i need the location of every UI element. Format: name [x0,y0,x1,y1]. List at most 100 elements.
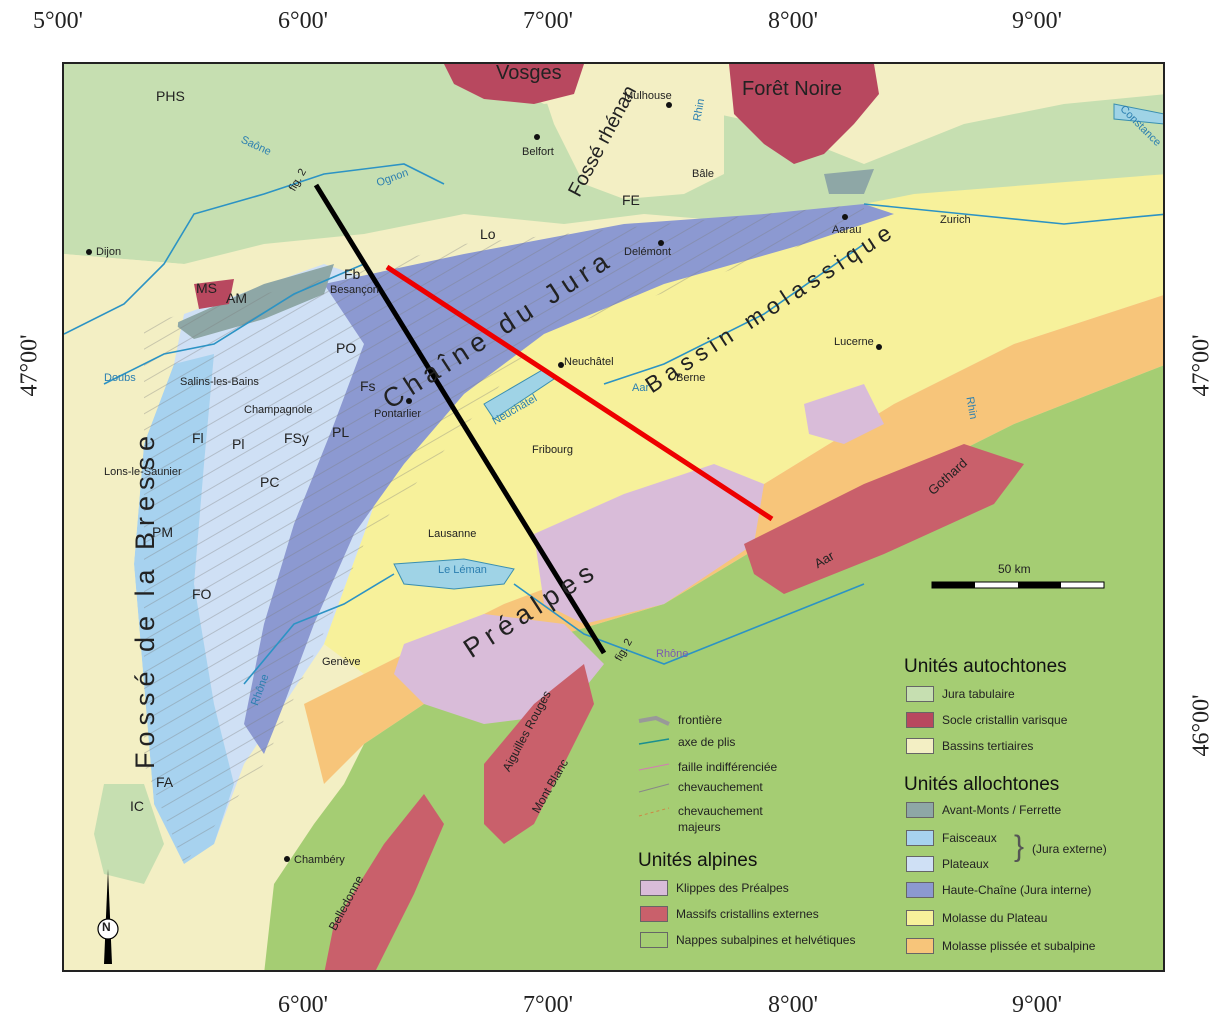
coord-bottom-9: 9°00' [1012,992,1062,1018]
city-neuchatel: Neuchâtel [564,356,614,368]
legend-frontiere: frontière [678,713,723,727]
city-delemont: Delémont [624,246,672,258]
legend-swatch [640,932,668,948]
city-champagnole: Champagnole [244,404,313,416]
river-rhone-valais [513,583,865,665]
label-vosges: Vosges [496,62,562,84]
massif-mont-blanc-area [484,664,594,844]
legend-allochtones-title: Unités allochtones [904,774,1060,795]
river-doubs [103,263,365,385]
city-dot [876,344,882,350]
massif-belledonne-area [324,794,444,970]
vosges-area [444,64,584,104]
scale-bar-seg-1 [932,582,975,588]
coord-bottom-7: 7°00' [523,992,573,1018]
river-aar [603,243,865,385]
city-dot [558,362,564,368]
code-pl: PL [332,424,350,440]
coord-top-9: 9°00' [1012,8,1062,34]
klippes-small-area [804,384,884,444]
legend-label: Jura tabulaire [942,687,1015,701]
city-berne: Berne [676,372,706,384]
ms-area [194,279,234,309]
code-po: PO [336,340,357,356]
legend-label: Bassins tertiaires [942,739,1034,753]
legend-label: Plateaux [942,857,989,871]
city-chambery: Chambéry [294,854,345,866]
map-graphics [64,64,1163,970]
code-am: AM [226,290,247,306]
ic-area [94,784,164,884]
legend-label: Nappes subalpines et helvétiques [676,933,856,947]
klippes-east-area [534,464,764,624]
code-fs: Fs [360,378,376,394]
coord-right-46: 46°00' [1188,694,1215,757]
code-fe: FE [622,192,640,208]
city-dot [534,134,540,140]
legend-jura-externe: (Jura externe) [1032,842,1107,856]
legend-swatch [906,686,934,702]
label-fosse-bresse: Fossé de la Bresse [130,429,161,770]
legend-swatch [906,830,934,846]
city-lausanne: Lausanne [428,528,477,540]
legend-label: Molasse plissée et subalpine [942,939,1096,953]
north-arrow-circle [97,918,119,940]
coord-right-47: 47°00' [1188,334,1215,397]
legend-alpines-title: Unités alpines [638,850,758,871]
legend-allochtones-item: Molasse plissée et subalpine [906,938,1095,954]
legend-swatch [906,938,934,954]
legend-swatch [906,802,934,818]
city-lucerne: Lucerne [834,336,874,348]
city-dot [284,856,290,862]
legend-swatch [906,712,934,728]
code-ms: MS [196,280,217,296]
north-arrow-icon [104,869,112,964]
legend-alpines-item: Klippes des Préalpes [640,880,789,896]
code-fo: FO [192,586,212,602]
code-phs: PHS [156,88,185,104]
scale-label: 50 km [998,562,1031,576]
legend-bracket: } [1014,830,1025,863]
coord-top-8: 8°00' [768,8,818,34]
city-lons: Lons-le-Saunier [104,466,182,478]
city-bale: Bâle [692,168,715,180]
city-dot [658,240,664,246]
city-zurich: Zurich [940,214,971,226]
coord-top-5: 5°00' [33,8,83,34]
cross-section-black-line [313,183,607,655]
north-letter: N [102,920,111,934]
coord-top-7: 7°00' [523,8,573,34]
river-rhin [863,203,1163,225]
water-rhone-valais: Rhône [656,648,689,660]
legend-allochtones-item: Molasse du Plateau [906,910,1047,926]
city-geneve: Genève [322,656,361,668]
city-belfort: Belfort [522,146,554,158]
legend-label: Faisceaux [942,831,997,845]
legend-autochtones-item: Bassins tertiaires [906,738,1033,754]
city-dot [842,214,848,220]
legend-chev-majeurs-symbol [638,807,670,817]
code-fl: Fl [192,430,204,446]
legend-autochtones-item: Socle cristallin varisque [906,712,1067,728]
coord-bottom-6: 6°00' [278,992,328,1018]
legend-chev-majeurs-1: chevauchement [678,804,763,818]
city-dijon: Dijon [96,246,122,258]
legend-swatch [906,882,934,898]
coord-left-47: 47°00' [16,334,43,397]
legend-allochtones-item: Faisceaux [906,830,997,846]
legend-chev-majeurs-2: majeurs [678,820,721,834]
legend-swatch [906,738,934,754]
legend-chevauchement: chevauchement [678,780,763,794]
legend-chevauchement-symbol [638,783,670,793]
legend-label: Massifs cristallins externes [676,907,819,921]
legend-label: Molasse du Plateau [942,911,1048,925]
river-saone [64,163,445,335]
fault-lines [144,204,864,864]
city-dot [666,102,672,108]
city-dot [86,249,92,255]
legend-autochtones-item: Jura tabulaire [906,686,1015,702]
legend-allochtones-item: Haute-Chaîne (Jura interne) [906,882,1091,898]
code-fsy: FSy [284,430,309,446]
legend-label: Avant-Monts / Ferrette [942,803,1062,817]
legend-axe-symbol [638,738,670,745]
